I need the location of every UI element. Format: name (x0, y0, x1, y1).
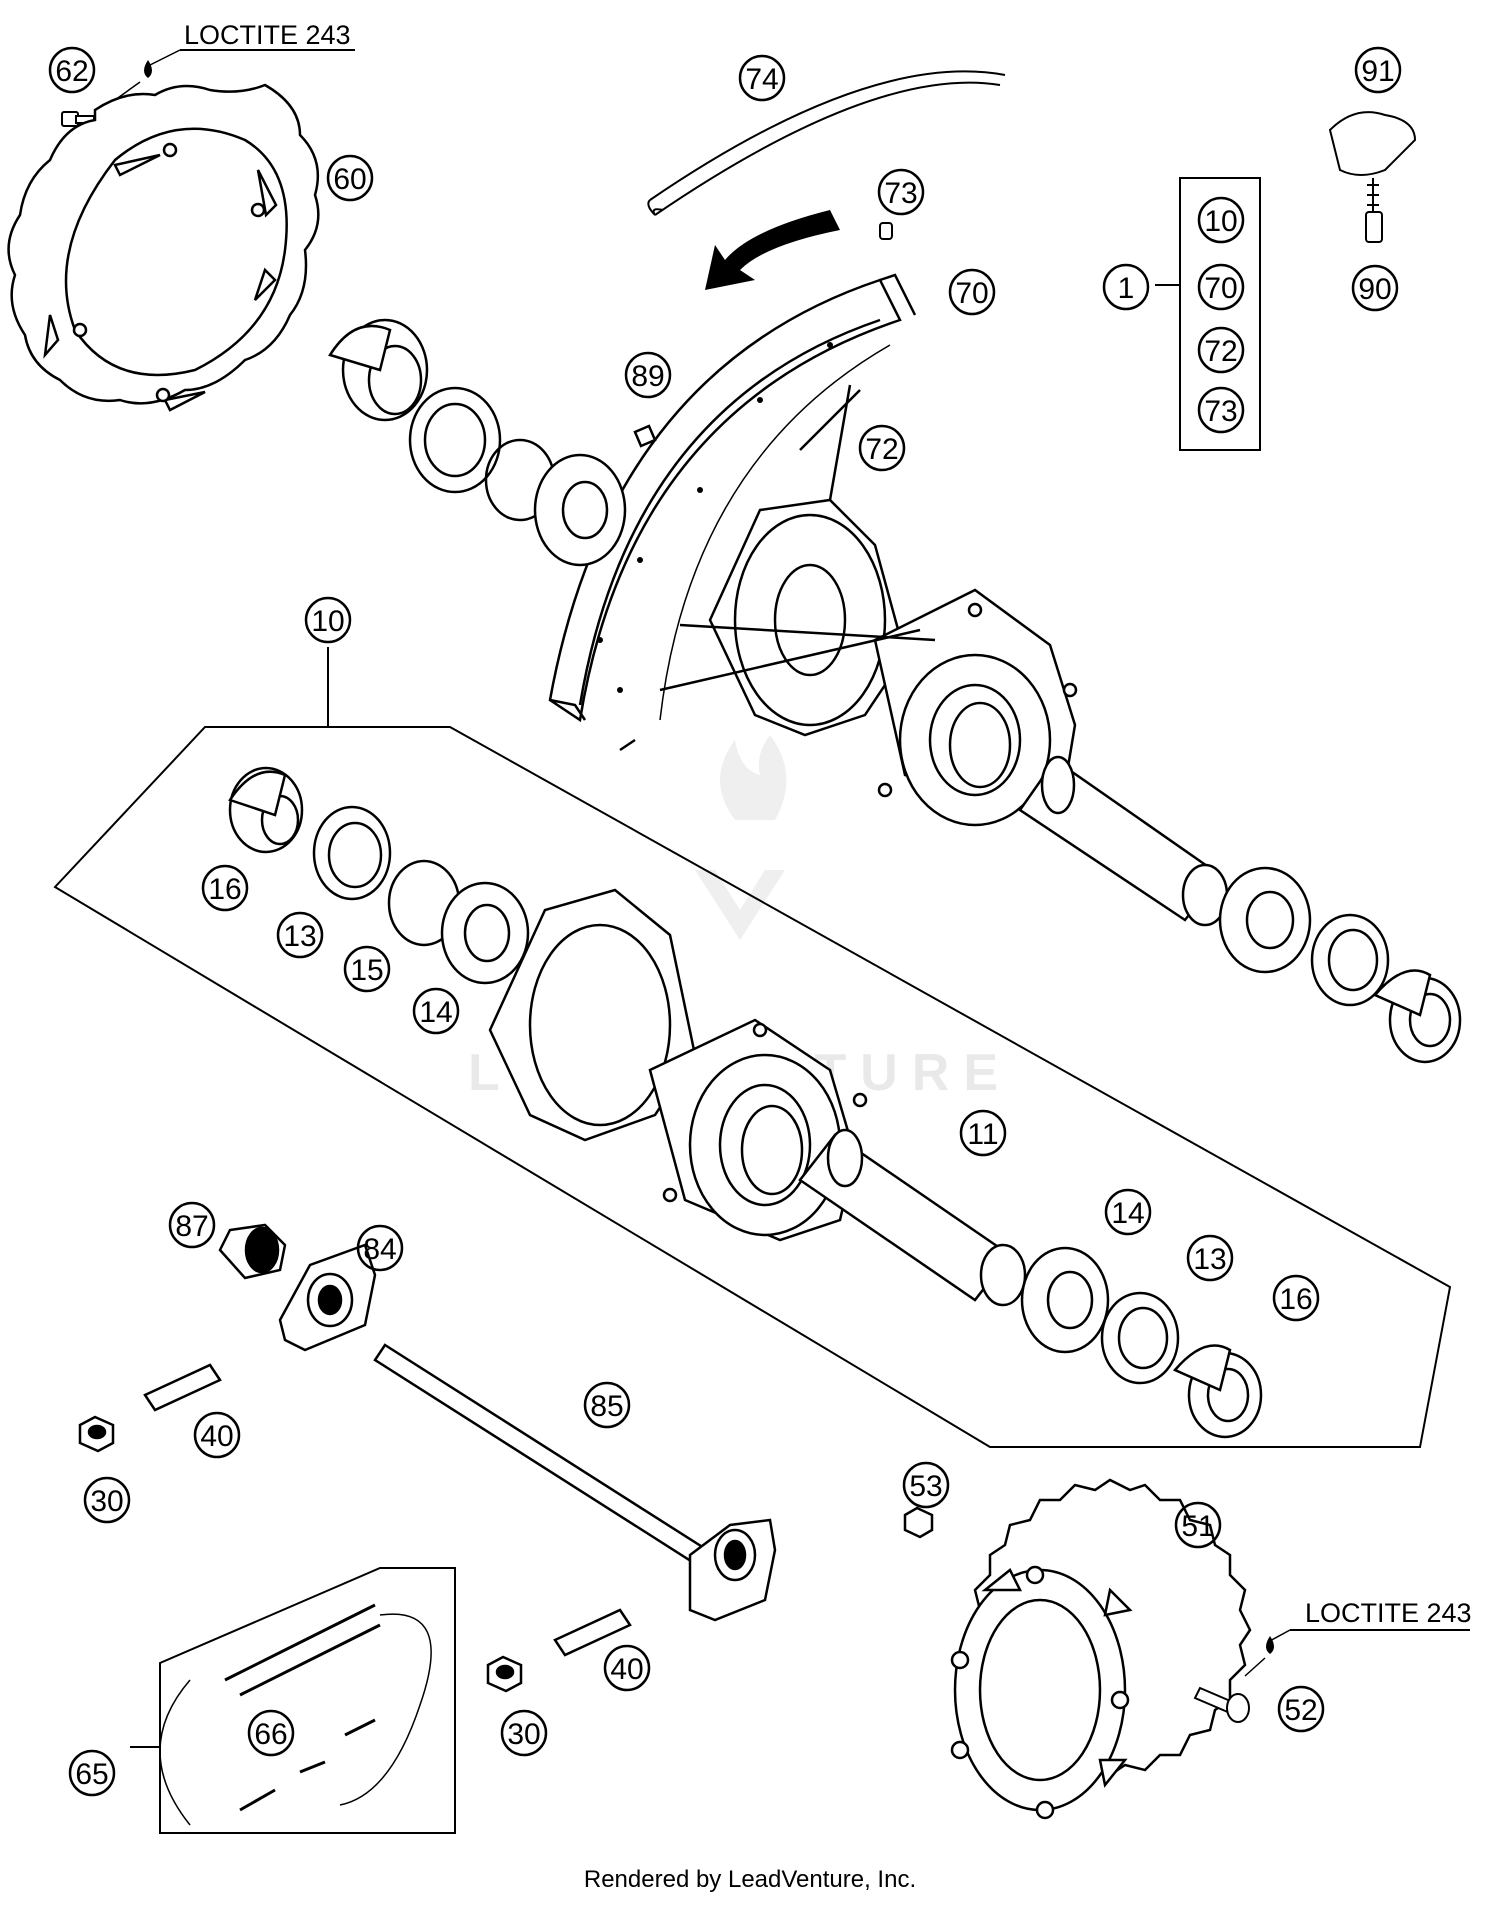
knob-parts (1328, 111, 1417, 243)
label-14b: 14 (1111, 1197, 1144, 1230)
label-14: 14 (419, 996, 452, 1029)
kit-box (1155, 177, 1261, 451)
hub-group-outline (53, 647, 1452, 1448)
label-30: 30 (90, 1485, 123, 1518)
label-10: 10 (311, 605, 344, 638)
loctite-top-label: LOCTITE 243 (184, 20, 351, 50)
label-11: 11 (967, 1118, 998, 1151)
label-60: 60 (333, 163, 366, 196)
part-numbers: 62 60 74 73 70 89 72 91 90 1 10 70 72 73… (55, 55, 1394, 1791)
label-box-10: 10 (1204, 205, 1237, 238)
label-1: 1 (1118, 272, 1135, 305)
footer-credit: Rendered by LeadVenture, Inc. (583, 1866, 917, 1893)
label-box-73: 73 (1204, 395, 1237, 428)
valve-stem (879, 222, 893, 240)
label-66: 66 (254, 1718, 287, 1751)
studs-and-nuts (78, 1363, 934, 1693)
rotation-arrow-icon (705, 210, 840, 290)
label-72: 72 (865, 433, 898, 466)
label-30b: 30 (507, 1718, 540, 1751)
axle-hardware (218, 1223, 377, 1352)
label-13b: 13 (1193, 1243, 1226, 1276)
label-52: 52 (1284, 1694, 1317, 1727)
sprocket (950, 1478, 1252, 1820)
label-73: 73 (884, 177, 917, 210)
tire-band (647, 70, 1006, 216)
label-box-72: 72 (1204, 335, 1237, 368)
label-16: 16 (208, 873, 241, 906)
label-70: 70 (955, 277, 988, 310)
label-90: 90 (1358, 273, 1391, 306)
loctite-bottom-callout: LOCTITE 243 (1244, 1598, 1472, 1677)
axle (373, 1343, 777, 1622)
label-box-70: 70 (1204, 272, 1237, 305)
label-89: 89 (631, 360, 664, 393)
label-51: 51 (1181, 1510, 1214, 1543)
bolt-52 (1193, 1686, 1250, 1723)
label-53: 53 (909, 1470, 942, 1503)
rim-holes (597, 342, 833, 693)
label-13: 13 (283, 920, 316, 953)
bearing-parts-top (328, 318, 1462, 1064)
droplet-icon (1266, 1636, 1274, 1654)
label-65: 65 (75, 1758, 108, 1791)
chain-kit (130, 1567, 456, 1834)
spokes-top (659, 384, 936, 692)
label-16b: 16 (1279, 1283, 1312, 1316)
label-85: 85 (590, 1390, 623, 1423)
label-15: 15 (350, 954, 383, 987)
brake-disc (7, 83, 320, 412)
label-62: 62 (55, 55, 88, 88)
loctite-bottom-label: LOCTITE 243 (1305, 1598, 1472, 1628)
label-74: 74 (745, 63, 778, 96)
label-84: 84 (363, 1233, 396, 1266)
part-labels (48, 46, 1402, 1797)
label-40: 40 (200, 1420, 233, 1453)
droplet-icon (144, 60, 152, 78)
label-40b: 40 (610, 1653, 643, 1686)
label-87: 87 (175, 1210, 208, 1243)
hub-assembly-top (708, 498, 1078, 827)
label-91: 91 (1361, 55, 1394, 88)
hub-assembly-lower (228, 766, 1263, 1439)
spacer-tube-top (1018, 755, 1229, 927)
loctite-top-callout: LOCTITE 243 (114, 20, 355, 101)
